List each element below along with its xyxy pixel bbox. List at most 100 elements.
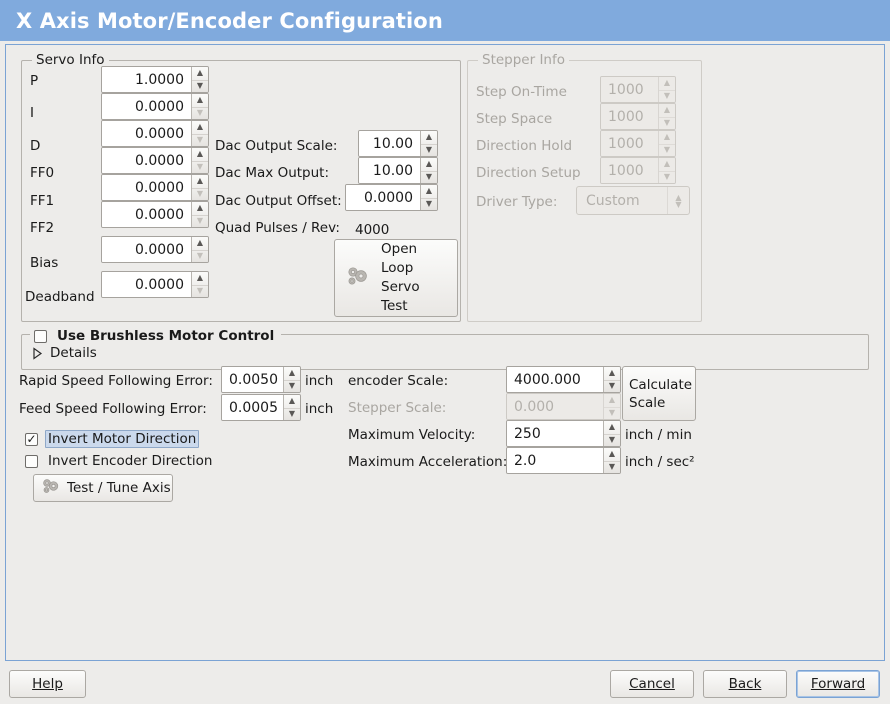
maximum-velocity-label-text: Maximum Velocity: bbox=[348, 427, 476, 443]
cancel-button[interactable]: Cancel bbox=[610, 670, 694, 698]
servo-spin-buttons-d[interactable]: ▲ ▼ bbox=[191, 121, 208, 146]
servo-spin-buttons-bias[interactable]: ▲ ▼ bbox=[191, 237, 208, 262]
spin-up-icon[interactable]: ▲ bbox=[608, 368, 616, 378]
spin-up-icon[interactable]: ▲ bbox=[288, 396, 296, 406]
back-button[interactable]: Back bbox=[703, 670, 787, 698]
forward-button[interactable]: Forward bbox=[796, 670, 880, 698]
spin-down-icon[interactable]: ▼ bbox=[421, 143, 437, 157]
spin-up-icon[interactable]: ▲ bbox=[196, 68, 204, 78]
details-expander[interactable]: Details bbox=[32, 345, 97, 361]
spin-up-icon[interactable]: ▲ bbox=[196, 95, 204, 105]
spin-down-icon[interactable]: ▼ bbox=[604, 379, 620, 393]
servo-input-deadband[interactable]: 0.0000 ▲ ▼ bbox=[101, 271, 209, 298]
spin-up-icon[interactable]: ▲ bbox=[196, 238, 204, 248]
spin-up-icon: ▲ bbox=[663, 105, 671, 115]
servo-input-ff1[interactable]: 0.0000 ▲ ▼ bbox=[101, 174, 209, 201]
spin-down-icon[interactable]: ▼ bbox=[192, 214, 208, 228]
checkbox-box[interactable]: ✓ bbox=[25, 432, 38, 446]
servo-input-bias[interactable]: 0.0000 ▲ ▼ bbox=[101, 236, 209, 263]
spin-down-icon[interactable]: ▼ bbox=[421, 197, 437, 211]
page-title: X Axis Motor/Encoder Configuration bbox=[16, 8, 443, 33]
servo-spin-buttons-ff1[interactable]: ▲ ▼ bbox=[191, 175, 208, 200]
spin-up-icon[interactable]: ▲ bbox=[425, 132, 433, 142]
spin-up-icon[interactable]: ▲ bbox=[196, 273, 204, 283]
help-button[interactable]: Help bbox=[9, 670, 86, 698]
spin-up-icon[interactable]: ▲ bbox=[608, 449, 616, 459]
calculate-scale-button[interactable]: Calculate Scale bbox=[622, 366, 696, 421]
spin-down-icon[interactable]: ▼ bbox=[284, 379, 300, 393]
invert-encoder-direction-checkbox[interactable]: Invert Encoder Direction bbox=[25, 452, 215, 470]
help-button-label: Help bbox=[32, 676, 63, 692]
servo-value-d: 0.0000 bbox=[102, 121, 191, 146]
spin-down-icon: ▼ bbox=[659, 89, 675, 103]
encoder-scale-spin-buttons[interactable]: ▲ ▼ bbox=[603, 367, 620, 392]
spin-down-icon[interactable]: ▼ bbox=[604, 433, 620, 447]
spin-down-icon[interactable]: ▼ bbox=[284, 407, 300, 421]
direction-hold-value: 1000 bbox=[601, 131, 658, 156]
encoder-scale-input[interactable]: 4000.000 ▲ ▼ bbox=[506, 366, 621, 393]
spin-down-icon[interactable]: ▼ bbox=[192, 284, 208, 298]
spin-up-icon[interactable]: ▲ bbox=[425, 186, 433, 196]
servo-input-p[interactable]: 1.0000 ▲ ▼ bbox=[101, 66, 209, 93]
open-loop-servo-test-button[interactable]: Open Loop Servo Test bbox=[334, 239, 458, 317]
servo-spin-buttons-i[interactable]: ▲ ▼ bbox=[191, 94, 208, 119]
maximum-velocity-spin-buttons[interactable]: ▲ ▼ bbox=[603, 421, 620, 446]
chevron-right-icon[interactable] bbox=[32, 346, 43, 360]
checkbox-box[interactable] bbox=[34, 329, 47, 343]
spin-up-icon[interactable]: ▲ bbox=[196, 176, 204, 186]
use-brushless-motor-control-label: Use Brushless Motor Control bbox=[57, 328, 275, 344]
spin-down-icon[interactable]: ▼ bbox=[192, 106, 208, 120]
dac-max-output-input[interactable]: 10.00 ▲ ▼ bbox=[358, 157, 438, 184]
spin-up-icon[interactable]: ▲ bbox=[196, 122, 204, 132]
feed-speed-following-error-input[interactable]: 0.0005 ▲ ▼ bbox=[221, 394, 301, 421]
spin-down-icon[interactable]: ▼ bbox=[604, 460, 620, 474]
maximum-acceleration-spin-buttons[interactable]: ▲ ▼ bbox=[603, 448, 620, 473]
dac-output-offset-spin-buttons[interactable]: ▲ ▼ bbox=[420, 185, 437, 210]
rapid-error-spin-buttons[interactable]: ▲ ▼ bbox=[283, 367, 300, 392]
spin-up-icon[interactable]: ▲ bbox=[425, 159, 433, 169]
direction-setup-spin-buttons: ▲ ▼ bbox=[658, 158, 675, 183]
spin-down-icon[interactable]: ▼ bbox=[192, 187, 208, 201]
use-brushless-motor-control-checkbox[interactable]: Use Brushless Motor Control bbox=[30, 327, 282, 345]
spin-down-icon[interactable]: ▼ bbox=[192, 249, 208, 263]
spin-up-icon[interactable]: ▲ bbox=[608, 422, 616, 432]
servo-spin-buttons-ff0[interactable]: ▲ ▼ bbox=[191, 148, 208, 173]
dac-max-output-label: Dac Max Output: bbox=[215, 165, 330, 181]
dac-output-scale-input[interactable]: 10.00 ▲ ▼ bbox=[358, 130, 438, 157]
maximum-velocity-unit: inch / min bbox=[625, 427, 692, 443]
step-space-input: 1000 ▲ ▼ bbox=[600, 103, 676, 130]
spin-up-icon[interactable]: ▲ bbox=[288, 368, 296, 378]
dac-max-output-spin-buttons[interactable]: ▲ ▼ bbox=[420, 158, 437, 183]
feed-error-spin-buttons[interactable]: ▲ ▼ bbox=[283, 395, 300, 420]
spin-up-icon[interactable]: ▲ bbox=[196, 203, 204, 213]
servo-spin-buttons-p[interactable]: ▲ ▼ bbox=[191, 67, 208, 92]
configuration-pane: Servo Info P I D FF0 FF1 FF2 Bias Deadba… bbox=[5, 44, 885, 661]
step-on-time-spin-buttons: ▲ ▼ bbox=[658, 77, 675, 102]
step-space-label: Step Space bbox=[476, 111, 553, 127]
servo-input-ff2[interactable]: 0.0000 ▲ ▼ bbox=[101, 201, 209, 228]
direction-setup-label: Direction Setup bbox=[476, 165, 581, 181]
open-loop-line-4: Test bbox=[381, 298, 408, 314]
servo-spin-buttons-deadband[interactable]: ▲ ▼ bbox=[191, 272, 208, 297]
calculate-scale-line-2: Scale bbox=[629, 394, 666, 411]
spin-down-icon[interactable]: ▼ bbox=[421, 170, 437, 184]
invert-motor-direction-checkbox[interactable]: ✓ Invert Motor Direction bbox=[25, 430, 200, 448]
step-space-value: 1000 bbox=[601, 104, 658, 129]
dac-output-scale-spin-buttons[interactable]: ▲ ▼ bbox=[420, 131, 437, 156]
servo-spin-buttons-ff2[interactable]: ▲ ▼ bbox=[191, 202, 208, 227]
maximum-velocity-input[interactable]: 250 ▲ ▼ bbox=[506, 420, 621, 447]
spin-up-icon[interactable]: ▲ bbox=[196, 149, 204, 159]
spin-down-icon[interactable]: ▼ bbox=[192, 133, 208, 147]
servo-input-i[interactable]: 0.0000 ▲ ▼ bbox=[101, 93, 209, 120]
rapid-speed-following-error-input[interactable]: 0.0050 ▲ ▼ bbox=[221, 366, 301, 393]
checkbox-box[interactable] bbox=[25, 454, 38, 468]
spin-down-icon: ▼ bbox=[604, 406, 620, 420]
servo-input-ff0[interactable]: 0.0000 ▲ ▼ bbox=[101, 147, 209, 174]
servo-input-d[interactable]: 0.0000 ▲ ▼ bbox=[101, 120, 209, 147]
spin-down-icon[interactable]: ▼ bbox=[192, 79, 208, 93]
encoder-scale-label: encoder Scale: bbox=[348, 373, 449, 389]
spin-down-icon[interactable]: ▼ bbox=[192, 160, 208, 174]
maximum-acceleration-input[interactable]: 2.0 ▲ ▼ bbox=[506, 447, 621, 474]
dac-output-offset-input[interactable]: 0.0000 ▲ ▼ bbox=[345, 184, 438, 211]
test-tune-axis-button[interactable]: Test / Tune Axis bbox=[33, 474, 173, 502]
